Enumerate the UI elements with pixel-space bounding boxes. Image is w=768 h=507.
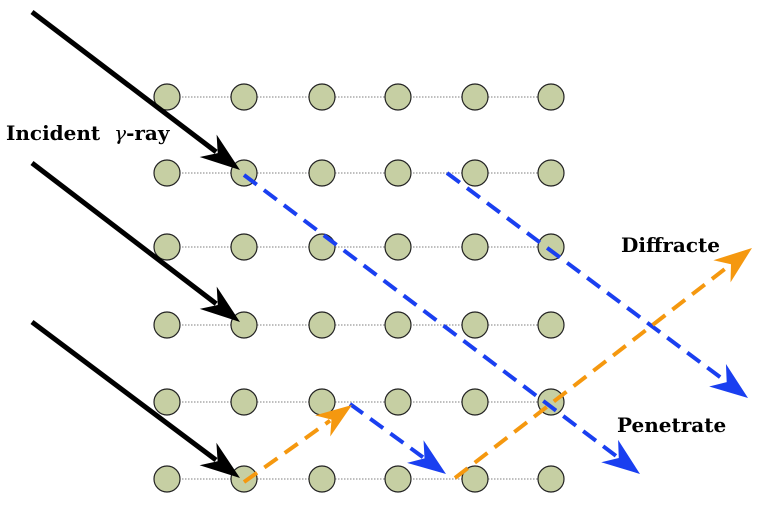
lattice-atom-icon-r3c2 [230,233,258,261]
lattice-atom-icon-r4c5 [461,311,489,339]
incident-ray-1-arrowhead-icon [199,134,240,170]
lattice-atom-icon-r2c1 [153,159,181,187]
lattice-atom-icon-r5c5 [461,388,489,416]
diffract-ray-2-arrowhead-icon [713,248,752,283]
lattice-atom-icon-r6c1 [153,465,181,493]
lattice-atom-icon-r4c1 [153,311,181,339]
lattice-atom-icon-r6c3 [308,465,336,493]
incident-ray-label: Incident γ-ray [6,121,169,145]
penetrate-ray-3-line [348,402,425,459]
lattice-atom-icon-r1c6 [537,83,565,111]
incident-ray-1-line [30,10,218,154]
diffract-ray-1-line [242,419,332,484]
diffract-ray-1-arrowhead-icon [315,405,352,437]
lattice-atom-icon-r6c4 [384,465,412,493]
lattice-atom-icon-r2c6 [537,159,565,187]
lattice-atom-icon-r1c3 [308,83,336,111]
diffracte-label: Diffracte [621,233,720,257]
incident-label-greek: γ [114,121,127,145]
lattice-atom-icon-r4c4 [384,311,412,339]
incident-ray-3-arrowhead-icon [199,442,240,478]
lattice-atom-icon-r2c5 [461,159,489,187]
lattice-atom-icon-r5c2 [230,388,258,416]
lattice-atom-icon-r1c2 [230,83,258,111]
lattice-atom-icon-r3c3 [308,233,336,261]
incident-ray-3-line [30,320,218,462]
lattice-atom-icon-r2c4 [384,159,412,187]
penetrate-ray-1-line [242,173,619,459]
penetrate-label: Penetrate [617,413,727,437]
lattice-atom-icon-r1c5 [461,83,489,111]
lattice-atom-icon-r4c3 [308,311,336,339]
lattice-atom-icon-r6c2 [230,465,258,493]
incident-ray-2-line [30,161,218,306]
diffract-ray-2-line [453,263,731,480]
lattice-atom-icon-r6c6 [537,465,565,493]
lattice-atom-icon-r1c1 [153,83,181,111]
lattice-atom-icon-r1c4 [384,83,412,111]
lattice-atom-icon-r3c1 [153,233,181,261]
lattice-atom-icon-r5c4 [384,388,412,416]
penetrate-ray-2-line [445,171,727,383]
incident-ray-2-arrowhead-icon [199,286,240,322]
lattice-atom-icon-r6c5 [461,465,489,493]
lattice-atom-icon-r5c1 [153,388,181,416]
incident-label-prefix: Incident [6,121,101,145]
penetrate-ray-2-arrowhead-icon [709,364,748,398]
lattice-atom-icon-r3c4 [384,233,412,261]
penetrate-ray-3-arrowhead-icon [407,440,446,474]
lattice-atom-icon-r3c5 [461,233,489,261]
penetrate-ray-1-arrowhead-icon [601,439,640,474]
lattice-atoms [153,83,565,493]
rays [30,10,752,484]
incident-label-suffix: -ray [126,121,170,145]
lattice-atom-icon-r2c3 [308,159,336,187]
lattice-atom-icon-r4c6 [537,311,565,339]
